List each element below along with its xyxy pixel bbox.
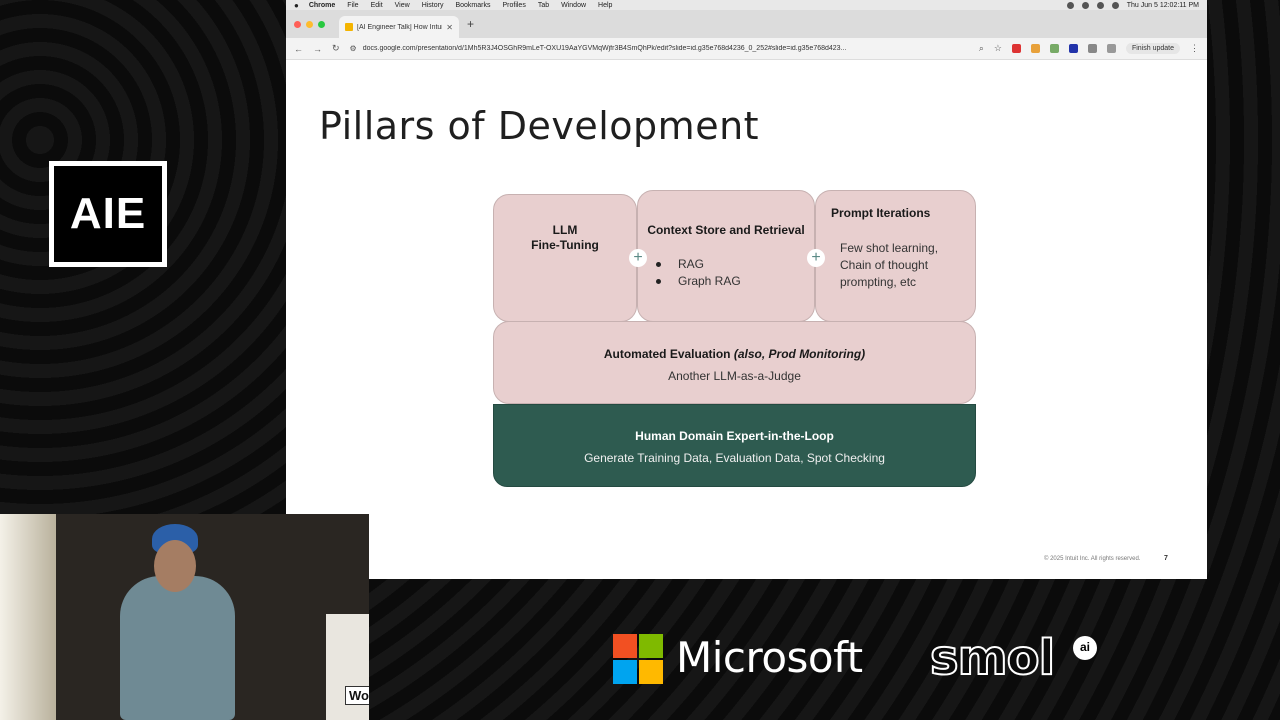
wifi-icon[interactable]: [1081, 1, 1089, 9]
tab-bar: [AI Engineer Talk] How Intuit ✕ +: [286, 10, 1207, 38]
new-tab-button[interactable]: +: [467, 17, 475, 31]
menu-app-name[interactable]: Chrome: [308, 1, 336, 9]
slide-canvas: Pillars of Development LLM Fine-Tuning C…: [286, 60, 1207, 579]
extension-icon[interactable]: [1011, 44, 1021, 53]
pillar-heading: Prompt Iterations: [831, 206, 931, 220]
close-window-button[interactable]: [294, 20, 301, 28]
profile-avatar-icon[interactable]: [1106, 44, 1116, 53]
forward-icon[interactable]: →: [313, 43, 322, 54]
menu-profiles[interactable]: Profiles: [502, 1, 526, 9]
smol-wordmark: smol: [929, 629, 1056, 687]
pillar-body-line: Chain of thought: [840, 258, 929, 272]
pillar-body-line: Few shot learning,: [840, 241, 939, 255]
heading-main-text: Automated Evaluation: [603, 347, 734, 361]
speaker-body: [120, 576, 235, 720]
extensions-puzzle-icon[interactable]: [1087, 44, 1097, 53]
menu-window[interactable]: Window: [561, 1, 587, 9]
pillar-body: Few shot learning, Chain of thought prom…: [816, 240, 975, 291]
bullet-list: RAG Graph RAG: [656, 256, 814, 290]
speaker-head: [154, 540, 196, 592]
tab-active[interactable]: [AI Engineer Talk] How Intuit ✕: [339, 16, 459, 38]
apple-menu-icon[interactable]: ●: [294, 0, 299, 10]
heading-italic-text: (also, Prod Monitoring): [733, 347, 866, 361]
pillar-body-line: prompting, etc: [840, 275, 917, 289]
pillar-heading: Fine-Tuning: [531, 238, 599, 252]
url-text: docs.google.com/presentation/d/1Mh5R3J4O…: [362, 45, 847, 52]
slide-page-number: 7: [1164, 555, 1168, 562]
reload-icon[interactable]: ↻: [332, 43, 340, 53]
maximize-window-button[interactable]: [318, 20, 325, 28]
ms-logo-square: [613, 660, 637, 684]
pillar-heading: Automated Evaluation (also, Prod Monitor…: [494, 347, 975, 362]
plus-icon: +: [807, 249, 825, 267]
browser-window: ● Chrome File Edit View History Bookmark…: [286, 0, 1207, 579]
projector-screen: [0, 514, 56, 720]
pillar-automated-evaluation: Automated Evaluation (also, Prod Monitor…: [493, 321, 976, 404]
zoom-icon[interactable]: ⌕: [978, 43, 984, 53]
bullet-icon: [656, 262, 661, 267]
aie-logo: AIE: [49, 161, 167, 267]
smol-ai-badge: ai: [1073, 636, 1097, 660]
bullet-text: Graph RAG: [678, 274, 741, 288]
menu-history[interactable]: History: [421, 1, 444, 9]
bookmark-star-icon[interactable]: ☆: [993, 43, 1002, 53]
ms-logo-square: [639, 634, 663, 658]
pillar-heading: Human Domain Expert-in-the-Loop: [635, 429, 834, 443]
menu-file[interactable]: File: [347, 1, 359, 9]
microsoft-wordmark: Microsoft: [676, 633, 863, 682]
ms-logo-square: [613, 634, 637, 658]
menubar-status-area: Thu Jun 5 12:02:11 PM: [1066, 1, 1199, 9]
menubar-clock[interactable]: Thu Jun 5 12:02:11 PM: [1126, 1, 1199, 9]
minimize-window-button[interactable]: [306, 20, 313, 28]
menu-bookmarks[interactable]: Bookmarks: [455, 1, 491, 9]
bullet-text: RAG: [678, 257, 705, 271]
pillar-context-store: Context Store and Retrieval RAG Graph RA…: [637, 190, 815, 322]
extension-icon[interactable]: [1049, 44, 1059, 53]
pillar-llm-fine-tuning: LLM Fine-Tuning: [493, 194, 637, 322]
battery-icon[interactable]: [1096, 1, 1104, 9]
status-icon[interactable]: [1066, 1, 1074, 9]
window-controls: [294, 20, 325, 28]
pillar-body: Another LLM-as-a-Judge: [668, 369, 801, 383]
speaker-camera-feed: Wo: [0, 514, 369, 720]
slides-favicon-icon: [345, 23, 353, 31]
pillar-human-in-the-loop: Human Domain Expert-in-the-Loop Generate…: [493, 404, 976, 487]
back-icon[interactable]: ←: [294, 43, 303, 54]
pillar-heading: Context Store and Retrieval: [647, 223, 805, 237]
site-info-icon[interactable]: ⚙: [349, 44, 357, 53]
plus-icon: +: [629, 249, 647, 267]
tab-title: [AI Engineer Talk] How Intuit: [357, 23, 443, 31]
menu-edit[interactable]: Edit: [370, 1, 383, 9]
podium-sign: Wo: [345, 686, 369, 705]
more-menu-icon[interactable]: ⋮: [1190, 43, 1199, 53]
pillar-body: Generate Training Data, Evaluation Data,…: [584, 451, 885, 465]
search-icon[interactable]: [1111, 1, 1119, 9]
address-bar[interactable]: ⚙ docs.google.com/presentation/d/1Mh5R3J…: [349, 40, 969, 57]
browser-toolbar: ← → ↻ ⚙ docs.google.com/presentation/d/1…: [286, 38, 1207, 60]
microsoft-logo-icon: [613, 634, 663, 684]
finish-update-button[interactable]: Finish update: [1125, 43, 1180, 54]
pillar-heading: LLM: [552, 223, 578, 237]
extension-icon[interactable]: [1068, 44, 1078, 53]
menu-view[interactable]: View: [394, 1, 410, 9]
bullet-icon: [656, 279, 661, 284]
pillar-prompt-iterations: Prompt Iterations Few shot learning, Cha…: [815, 190, 976, 322]
ms-logo-square: [639, 660, 663, 684]
menu-help[interactable]: Help: [598, 1, 613, 9]
list-item: Graph RAG: [656, 273, 814, 290]
list-item: RAG: [656, 256, 814, 273]
macos-menubar: ● Chrome File Edit View History Bookmark…: [286, 0, 1207, 10]
extension-icon[interactable]: [1030, 44, 1040, 53]
close-tab-icon[interactable]: ✕: [446, 22, 453, 32]
menu-tab[interactable]: Tab: [537, 1, 550, 9]
copyright-note: © 2025 Intuit Inc. All rights reserved.: [1044, 556, 1141, 562]
slide-title: Pillars of Development: [319, 104, 760, 148]
